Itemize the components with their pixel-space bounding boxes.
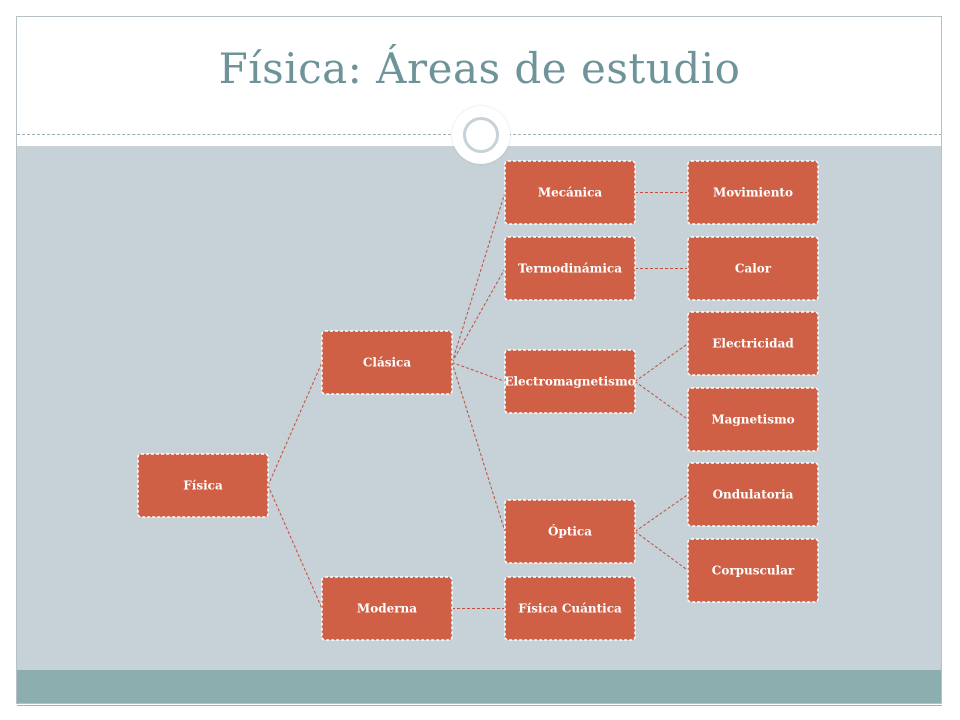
node-box-movimiento: [687, 160, 819, 225]
node-termodinamica: Termodinámica: [504, 236, 636, 301]
node-calor: Calor: [687, 236, 819, 301]
footer-bar: [17, 670, 942, 704]
edge-optica-corpuscular: [634, 531, 689, 571]
node-movimiento: Movimiento: [687, 160, 819, 225]
node-label-calor: Calor: [735, 262, 772, 276]
node-label-electromagnetismo: Electromagnetismo: [504, 375, 635, 389]
node-label-clasica: Clásica: [363, 356, 412, 370]
node-box-corpuscular: [687, 538, 819, 603]
node-fisica_cuantica: Física Cuántica: [504, 576, 636, 641]
edge-clasica-termodinamica: [451, 268, 506, 363]
slide-frame: [16, 16, 942, 704]
node-box-electricidad: [687, 311, 819, 376]
node-label-ondulatoria: Ondulatoria: [713, 488, 794, 502]
node-box-optica: [504, 499, 636, 564]
edge-fisica-moderna: [267, 485, 323, 609]
node-label-optica: Óptica: [548, 523, 592, 539]
node-box-mecanica: [504, 160, 636, 225]
node-label-moderna: Moderna: [357, 602, 417, 616]
node-moderna: Moderna: [321, 576, 453, 641]
edge-clasica-electromagnetismo: [451, 362, 506, 382]
node-box-fisica_cuantica: [504, 576, 636, 641]
node-label-movimiento: Movimiento: [713, 186, 793, 200]
edge-fisica-clasica: [267, 362, 323, 486]
ring-ornament-inner: [463, 117, 499, 153]
node-mecanica: Mecánica: [504, 160, 636, 225]
diagram-edges: [267, 192, 689, 609]
node-magnetismo: Magnetismo: [687, 387, 819, 452]
node-box-magnetismo: [687, 387, 819, 452]
node-label-termodinamica: Termodinámica: [518, 262, 622, 276]
node-label-fisica_cuantica: Física Cuántica: [518, 602, 622, 616]
node-fisica: Física: [137, 453, 269, 518]
edge-clasica-optica: [451, 362, 506, 532]
node-label-magnetismo: Magnetismo: [711, 413, 794, 427]
node-box-electromagnetismo: [504, 349, 636, 414]
node-electromagnetismo: Electromagnetismo: [504, 349, 636, 414]
edge-electromagnetismo-electricidad: [634, 343, 689, 382]
node-label-electricidad: Electricidad: [712, 337, 794, 351]
edge-clasica-mecanica: [451, 192, 506, 363]
node-box-calor: [687, 236, 819, 301]
edge-optica-ondulatoria: [634, 494, 689, 532]
node-box-moderna: [321, 576, 453, 641]
footer-line: [17, 705, 942, 706]
node-box-termodinamica: [504, 236, 636, 301]
edge-electromagnetismo-magnetismo: [634, 381, 689, 420]
node-electricidad: Electricidad: [687, 311, 819, 376]
node-box-fisica: [137, 453, 269, 518]
node-box-ondulatoria: [687, 462, 819, 527]
node-label-corpuscular: Corpuscular: [712, 564, 795, 578]
node-clasica: Clásica: [321, 330, 453, 395]
node-optica: Óptica: [504, 499, 636, 564]
slide-title: Física: Áreas de estudio: [218, 44, 741, 93]
node-box-clasica: [321, 330, 453, 395]
node-ondulatoria: Ondulatoria: [687, 462, 819, 527]
node-label-mecanica: Mecánica: [538, 186, 603, 200]
node-corpuscular: Corpuscular: [687, 538, 819, 603]
node-label-fisica: Física: [183, 479, 223, 493]
